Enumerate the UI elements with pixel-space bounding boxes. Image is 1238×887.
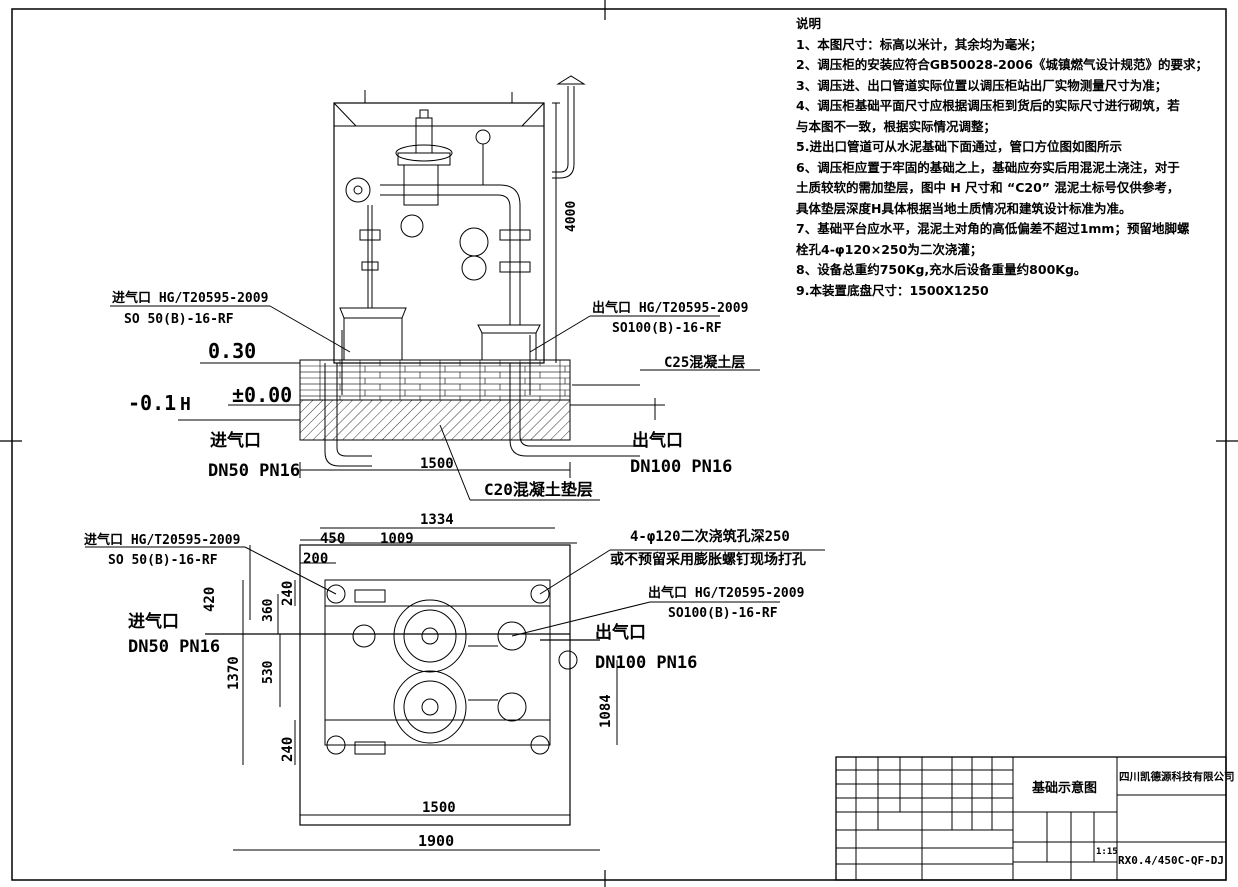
elev-outlet-flange-line1: 出气口 HG/T20595-2009 bbox=[592, 300, 748, 316]
elev-inlet-label: 进气口 bbox=[210, 430, 261, 451]
dim-200: 200 bbox=[303, 551, 328, 567]
plan-labels: 1334 450 1009 200 420 240 360 1370 530 2… bbox=[84, 512, 806, 850]
note-line: 1、本图尺寸：标高以米计，其余均为毫米； bbox=[796, 36, 1043, 52]
dim-1334: 1334 bbox=[420, 512, 454, 528]
plan-view bbox=[85, 527, 825, 851]
plan-outlet-flange-line1: 出气口 HG/T20595-2009 bbox=[648, 585, 804, 601]
company-name: 四川凯德源科技有限公司 bbox=[1119, 770, 1235, 783]
plan-inlet-label: 进气口 bbox=[128, 611, 179, 632]
dim-240-bottom: 240 bbox=[280, 737, 296, 762]
elevation-view bbox=[110, 75, 760, 501]
c25-label: C25混凝土层 bbox=[664, 354, 745, 371]
note-line: 土质较软的需加垫层，图中 H 尺寸和 “C20” 混泥土标号仅供参考， bbox=[796, 180, 1180, 195]
dim-360: 360 bbox=[261, 598, 276, 622]
plan-outlet-label: 出气口 bbox=[595, 622, 646, 643]
plan-inlet-spec: DN50 PN16 bbox=[128, 637, 220, 657]
title-block bbox=[835, 756, 1227, 881]
dim-1084: 1084 bbox=[598, 694, 614, 728]
dim-420: 420 bbox=[202, 587, 218, 612]
elev-width-dimension: 1500 bbox=[420, 456, 454, 472]
note-line: 与本图不一致，根据实际情况调整； bbox=[796, 118, 997, 134]
plan-inlet-flange-line1: 进气口 HG/T20595-2009 bbox=[84, 532, 240, 548]
note-line: 5.进出口管道可从水泥基础下面通过，管口方位图如图所示 bbox=[796, 139, 1122, 154]
drawing-number: RX0.4/450C-QF-DJ bbox=[1118, 854, 1224, 867]
level-h-symbol: H bbox=[180, 394, 191, 415]
hole-note-line1: 4-φ120二次浇筑孔深250 bbox=[630, 528, 790, 545]
note-line: 栓孔4-φ120×250为二次浇灌； bbox=[796, 241, 983, 257]
design-notes: 说明 1、本图尺寸：标高以米计，其余均为毫米； 2、调压柜的安装应符合GB500… bbox=[796, 14, 1216, 301]
level-top: 0.30 bbox=[208, 339, 256, 363]
plan-inlet-flange-line2: SO 50(B)-16-RF bbox=[108, 553, 218, 568]
dim-1370: 1370 bbox=[226, 656, 242, 690]
level-zero: ±0.00 bbox=[232, 383, 292, 407]
note-line: 6、调压柜应置于牢固的基础之上，基础应夯实后用混泥土浇注，对于 bbox=[796, 159, 1180, 175]
dim-1500: 1500 bbox=[422, 800, 456, 816]
plan-outlet-spec: DN100 PN16 bbox=[595, 653, 697, 673]
note-line: 8、设备总重约750Kg,充水后设备重量约800Kg。 bbox=[796, 262, 1087, 277]
plan-outlet-flange-line2: SO100(B)-16-RF bbox=[668, 606, 778, 621]
height-dimension: 4000 bbox=[564, 201, 579, 232]
elev-inlet-flange-line1: 进气口 HG/T20595-2009 bbox=[112, 290, 268, 306]
dim-530: 530 bbox=[261, 660, 276, 684]
drawing-scale: 1:15 bbox=[1096, 847, 1118, 857]
note-line: 4、调压柜基础平面尺寸应根据调压柜到货后的实际尺寸进行砌筑，若 bbox=[796, 98, 1180, 113]
dim-1900: 1900 bbox=[418, 832, 454, 850]
elev-outlet-spec: DN100 PN16 bbox=[630, 457, 732, 477]
elev-outlet-flange-line2: SO100(B)-16-RF bbox=[612, 321, 722, 336]
c20-label: C20混凝土垫层 bbox=[484, 480, 593, 499]
elev-inlet-flange-line2: SO 50(B)-16-RF bbox=[124, 312, 234, 327]
dim-450: 450 bbox=[320, 531, 345, 547]
dim-1009: 1009 bbox=[380, 531, 414, 547]
note-line: 9.本装置底盘尺寸：1500X1250 bbox=[796, 282, 989, 298]
title-block-text: 基础示意图 四川凯德源科技有限公司 1:15 RX0.4/450C-QF-DJ bbox=[1031, 770, 1235, 867]
drawing-title: 基础示意图 bbox=[1031, 780, 1097, 796]
notes-title: 说明 bbox=[796, 16, 822, 31]
hole-note-line2: 或不预留采用膨胀螺钉现场打孔 bbox=[610, 551, 806, 568]
note-line: 7、基础平台应水平，混泥土对角的高低偏差不超过1mm；预留地脚螺 bbox=[796, 221, 1190, 236]
level-h: -0.1 bbox=[128, 391, 176, 415]
elev-inlet-spec: DN50 PN16 bbox=[208, 461, 300, 481]
elevation-labels: 4000 进气口 HG/T20595-2009 SO 50(B)-16-RF 出… bbox=[112, 201, 748, 499]
note-line: 3、调压进、出口管道实际位置以调压柜站出厂实物测量尺寸为准； bbox=[796, 77, 1168, 93]
dim-240-top: 240 bbox=[280, 581, 296, 606]
note-line: 2、调压柜的安装应符合GB50028-2006《城镇燃气设计规范》的要求； bbox=[796, 57, 1208, 72]
note-line: 具体垫层深度H具体根据当地土质情况和建筑设计标准为准。 bbox=[796, 200, 1132, 216]
elev-outlet-label: 出气口 bbox=[632, 430, 683, 451]
